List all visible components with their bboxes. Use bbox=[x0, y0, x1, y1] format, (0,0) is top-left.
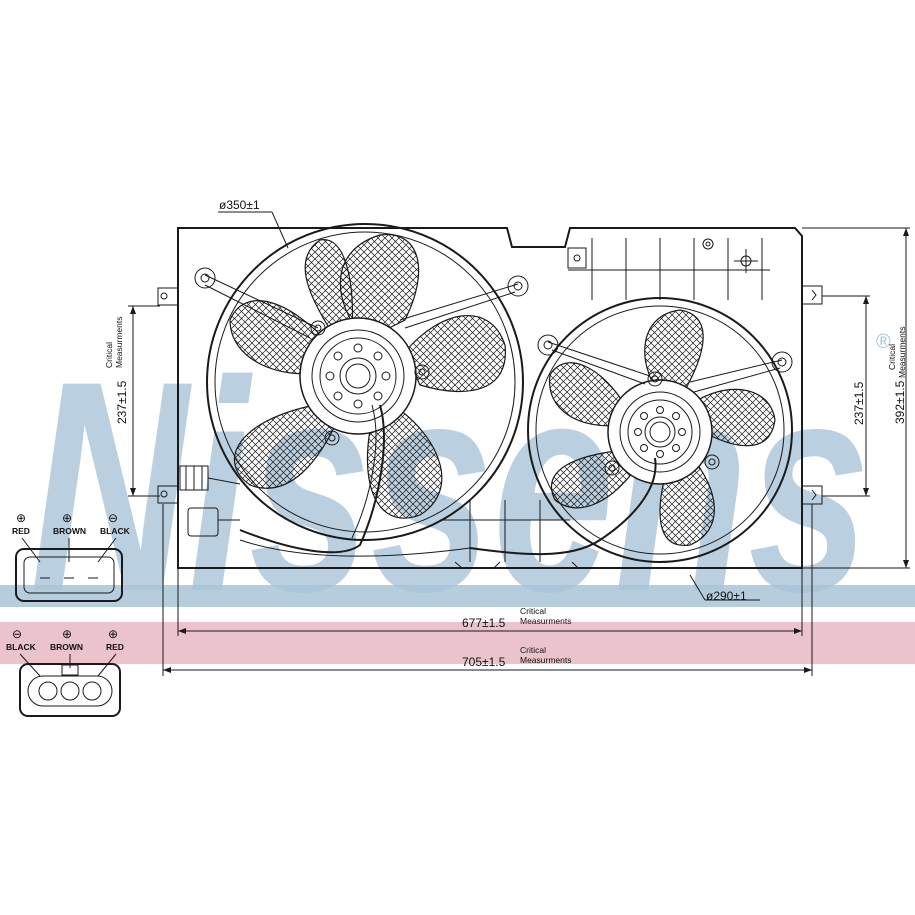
connector-bottom: ⊖ ⊕ ⊕ BLACK BROWN RED bbox=[6, 627, 124, 717]
watermark-band-pink bbox=[0, 622, 915, 664]
watermark-band-blue bbox=[0, 585, 915, 607]
dim-width-inner-critical-1: Critical bbox=[520, 606, 546, 616]
dim-small-fan-diameter-text: ø290±1 bbox=[706, 589, 747, 603]
shroud-frame bbox=[157, 227, 823, 569]
connector-top-pin-1-label: RED bbox=[12, 526, 30, 536]
large-fan-blades bbox=[229, 234, 506, 519]
dim-width-outer-text: 705±1.5 bbox=[462, 655, 506, 669]
dim-height-left-critical-2: Measurments bbox=[114, 317, 124, 369]
dim-height-left-text: 237±1.5 bbox=[115, 380, 129, 424]
dim-height-left: 237±1.5 Critical Measurments bbox=[104, 305, 160, 497]
connector-bottom-pin-3-label: RED bbox=[106, 642, 124, 652]
dim-total-height: 392±1.5 Critical Measurments bbox=[802, 227, 910, 569]
dim-large-fan-diameter-text: ø350±1 bbox=[219, 198, 260, 212]
dim-height-left-critical-1: Critical bbox=[104, 342, 114, 368]
dim-total-height-critical-1: Critical bbox=[887, 344, 897, 370]
dim-width-inner-critical-2: Measurments bbox=[520, 616, 572, 626]
dim-total-height-critical-2: Measurments bbox=[897, 327, 907, 379]
watermark-registered-mark: ® bbox=[876, 331, 891, 353]
connector-top: ⊕ ⊕ ⊖ RED BROWN BLACK bbox=[12, 511, 131, 602]
small-fan bbox=[527, 297, 793, 563]
dim-width-outer: 705±1.5 Critical Measurments bbox=[162, 504, 813, 676]
connector-bottom-pin-2-label: BROWN bbox=[50, 642, 83, 652]
connector-bottom-pin-1-label: BLACK bbox=[6, 642, 37, 652]
connector-top-pin-3-label: BLACK bbox=[100, 526, 131, 536]
dim-width-outer-critical-1: Critical bbox=[520, 645, 546, 655]
connector-top-pin-2-label: BROWN bbox=[53, 526, 86, 536]
dim-height-right: 237±1.5 bbox=[822, 295, 870, 497]
dim-width-outer-critical-2: Measurments bbox=[520, 655, 572, 665]
dim-large-fan-diameter: ø350±1 bbox=[218, 198, 289, 249]
connector-bottom-pin-3-symbol: ⊕ bbox=[108, 627, 118, 641]
connector-top-pin-1-symbol: ⊕ bbox=[16, 511, 26, 525]
dim-small-fan-diameter: ø290±1 bbox=[689, 574, 760, 603]
dim-height-right-text: 237±1.5 bbox=[852, 381, 866, 425]
connector-bottom-pin-2-symbol: ⊕ bbox=[62, 627, 72, 641]
small-fan-hub-holes bbox=[634, 406, 686, 458]
connector-bottom-pin-1-symbol: ⊖ bbox=[12, 627, 22, 641]
large-fan bbox=[194, 223, 529, 541]
large-fan-hub-holes bbox=[325, 343, 391, 409]
connector-top-pin-3-symbol: ⊖ bbox=[108, 511, 118, 525]
dim-width-inner-text: 677±1.5 bbox=[462, 616, 506, 630]
connector-top-pin-2-symbol: ⊕ bbox=[62, 511, 72, 525]
dim-total-height-text: 392±1.5 bbox=[893, 380, 907, 424]
wiring-harness bbox=[179, 404, 657, 557]
dim-width-inner: 677±1.5 Critical Measurments bbox=[177, 568, 803, 636]
